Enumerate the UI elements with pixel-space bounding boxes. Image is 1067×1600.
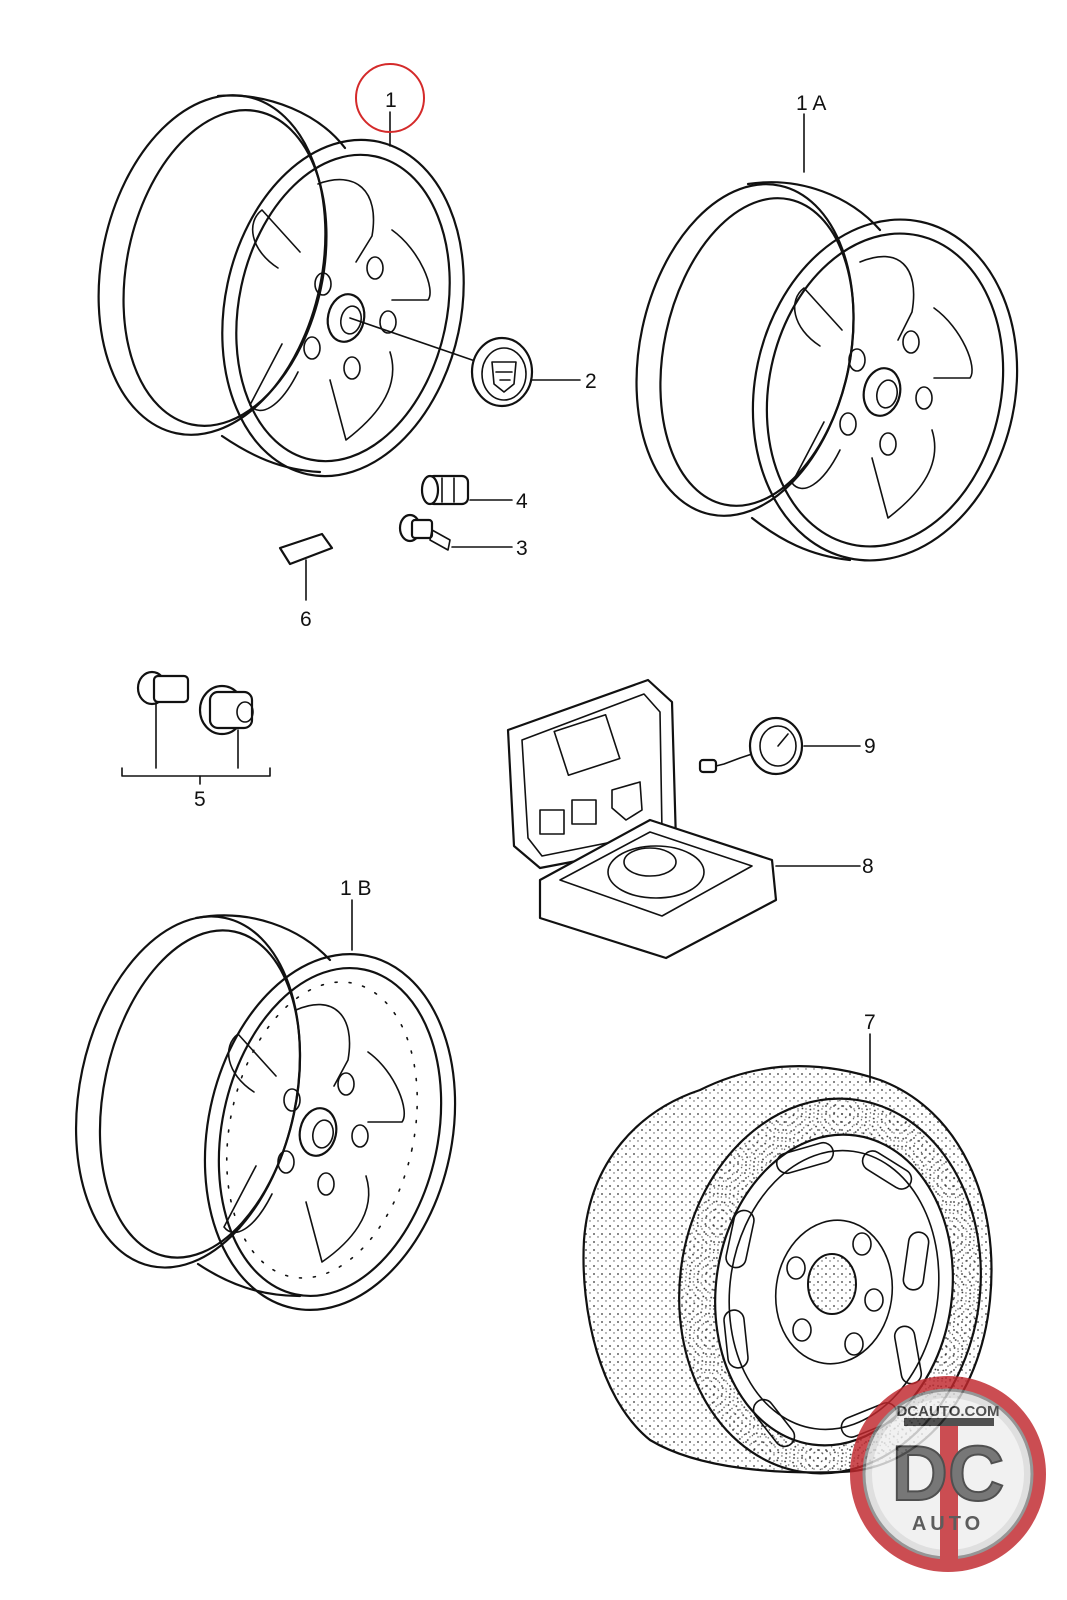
- wheel-lock-set-part-5[interactable]: [121, 670, 271, 785]
- balance-weight-part-6[interactable]: [278, 532, 334, 601]
- callout-labels: 1 1 A 1 B 2 3 4 5 6 7 8 9: [194, 89, 876, 1034]
- spare-tire-part-7[interactable]: [582, 1064, 1005, 1493]
- callout-5: 5: [194, 788, 206, 811]
- callout-7: 7: [864, 1011, 876, 1034]
- callout-1: 1: [385, 89, 397, 112]
- callout-1a: 1 A: [796, 92, 826, 115]
- callout-9: 9: [864, 735, 876, 758]
- watermark-initials: DC: [892, 1429, 1005, 1517]
- callout-4: 4: [516, 490, 528, 513]
- callout-1-highlight-circle: [355, 63, 425, 133]
- wheel-part-1[interactable]: [69, 74, 494, 499]
- compressor-kit-part-8[interactable]: [506, 678, 861, 960]
- valve-part-3[interactable]: [398, 513, 513, 551]
- callout-2: 2: [585, 370, 597, 393]
- callout-8: 8: [862, 855, 874, 878]
- watermark-domain: DCAUTO.COM: [896, 1403, 999, 1420]
- wheel-part-1a[interactable]: [607, 164, 1048, 585]
- callout-1b: 1 B: [340, 877, 372, 900]
- pressure-gauge-part-9[interactable]: [698, 716, 861, 776]
- watermark-word: AUTO: [912, 1513, 984, 1535]
- callout-3: 3: [516, 537, 528, 560]
- leader-lines: [351, 111, 871, 1083]
- dcauto-watermark-logo: DCAUTO.COM DC AUTO: [850, 1376, 1046, 1572]
- callout-6: 6: [300, 608, 312, 631]
- center-cap-part-2[interactable]: [349, 317, 581, 408]
- lug-nut-part-4[interactable]: [420, 474, 513, 506]
- wheel-part-1b[interactable]: [45, 895, 486, 1333]
